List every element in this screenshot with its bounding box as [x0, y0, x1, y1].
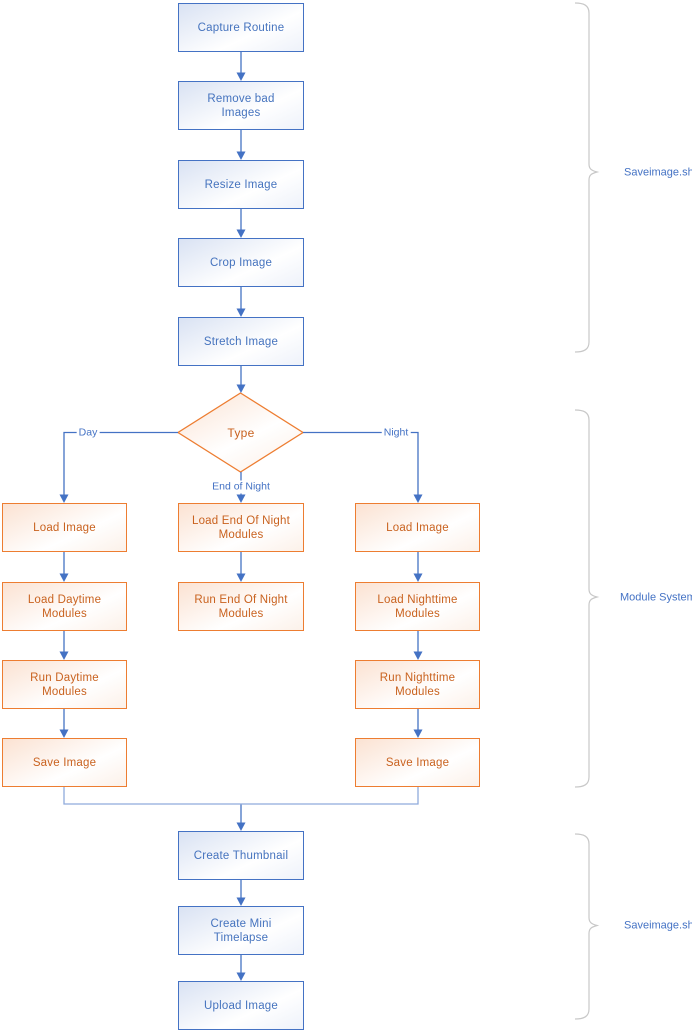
arrowhead — [413, 729, 423, 738]
edge-label-end-of-night: End of Night — [210, 480, 272, 494]
arrowhead — [59, 729, 69, 738]
node-run-end-of-night-modules: Run End Of Night Modules — [178, 582, 304, 631]
arrowhead — [236, 573, 246, 582]
node-capture-routine: Capture Routine — [178, 3, 304, 52]
node-night-run-nighttime-modules: Run Nighttime Modules — [355, 660, 480, 709]
arrowhead — [236, 229, 246, 238]
node-create-thumbnail: Create Thumbnail — [178, 831, 304, 880]
arrowhead — [413, 573, 423, 582]
arrowhead — [236, 308, 246, 317]
edge-label-day: Day — [76, 426, 100, 440]
brace-label-saveimage-top: Saveimage.sh — [624, 166, 692, 179]
node-create-mini-timelapse: Create Mini Timelapse — [178, 906, 304, 955]
arrowhead — [236, 897, 246, 906]
arrowhead — [59, 573, 69, 582]
node-stretch-image: Stretch Image — [178, 317, 304, 366]
brace-label-saveimage-bottom: Saveimage.sh — [624, 919, 692, 932]
arrowhead — [59, 494, 69, 503]
node-upload-image: Upload Image — [178, 981, 304, 1030]
arrowhead — [236, 494, 246, 503]
arrowheads — [59, 72, 423, 981]
node-day-run-daytime-modules: Run Daytime Modules — [2, 660, 127, 709]
connector-lines — [63, 52, 419, 973]
brace-label-module-system: Module System — [620, 591, 692, 604]
node-day-load-daytime-modules: Load Daytime Modules — [2, 582, 127, 631]
node-day-load-image: Load Image — [2, 503, 127, 552]
arrowhead — [236, 822, 246, 831]
node-remove-bad-images: Remove bad Images — [178, 81, 304, 130]
arrowhead — [236, 151, 246, 160]
connector-type-to-day — [63, 431, 178, 495]
node-night-load-nighttime-modules: Load Nighttime Modules — [355, 582, 480, 631]
brace-middle — [574, 409, 600, 788]
arrowhead — [59, 651, 69, 660]
arrowhead — [236, 384, 246, 393]
arrowhead — [413, 494, 423, 503]
node-load-end-of-night-modules: Load End Of Night Modules — [178, 503, 304, 552]
brace-bottom — [574, 833, 600, 1020]
node-crop-image: Crop Image — [178, 238, 304, 287]
arrowhead — [236, 72, 246, 81]
connector-type-to-night — [303, 431, 419, 495]
node-day-save-image: Save Image — [2, 738, 127, 787]
arrowhead — [236, 972, 246, 981]
edge-label-night: Night — [381, 426, 411, 440]
brace-top — [574, 2, 600, 353]
arrowhead — [413, 651, 423, 660]
decision-type: Type — [227, 425, 255, 440]
connector-save-merge — [63, 787, 419, 805]
node-night-load-image: Load Image — [355, 503, 480, 552]
node-resize-image: Resize Image — [178, 160, 304, 209]
node-night-save-image: Save Image — [355, 738, 480, 787]
braces — [574, 2, 600, 1020]
